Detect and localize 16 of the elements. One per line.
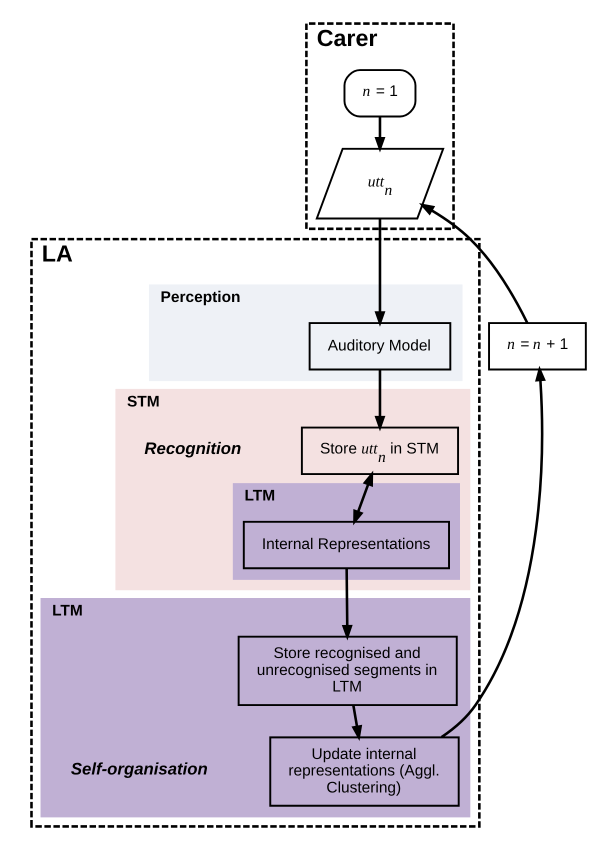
label: Recognition [144, 438, 242, 458]
arrow [374, 370, 386, 432]
node-box: Internal Representations [242, 520, 450, 570]
arrow [374, 116, 386, 152]
node-box: Auditory Model [308, 322, 452, 370]
node-box: n = n + 1 [488, 322, 587, 370]
arrow [440, 366, 546, 738]
node-box: n = 1 [344, 69, 416, 118]
arrow [342, 568, 353, 641]
node-box: Store recognised and unrecognised segments in LTM [238, 636, 458, 706]
arrow [352, 705, 362, 741]
arrow [353, 470, 374, 526]
arrow [374, 218, 386, 327]
arrow [419, 203, 528, 324]
node-box: Update internal representations (Aggl. Clustering) [269, 736, 460, 807]
label: Self-organisation [70, 760, 208, 779]
